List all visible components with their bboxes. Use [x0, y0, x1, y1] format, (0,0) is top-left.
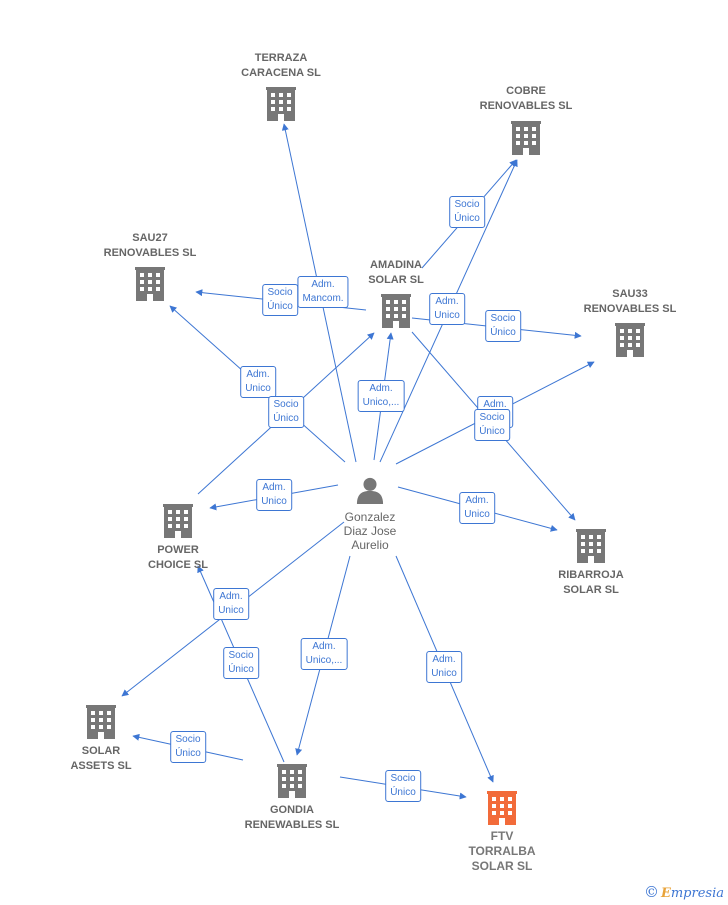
edge-label-gondia-power[interactable]: Socio Único — [223, 647, 259, 679]
ftv-building-icon-highlighted[interactable] — [487, 791, 517, 825]
terraza-building-icon[interactable] — [266, 87, 296, 121]
copyright-icon: © — [643, 883, 659, 901]
node-label-person[interactable]: Gonzalez Diaz Jose Aurelio — [343, 510, 397, 552]
edge-label-amadina-sau33[interactable]: Socio Único — [485, 310, 521, 342]
empresia-logo: ©Empresia — [643, 883, 724, 901]
edge-label-amadina-sau27[interactable]: Socio Único — [262, 284, 298, 316]
node-label-solar[interactable]: SOLAR ASSETS SL — [70, 745, 132, 772]
edge-label-power-amadina[interactable]: Socio Único — [268, 396, 304, 428]
edge-label-amadina-ribarroja[interactable]: Socio Único — [474, 409, 510, 441]
solar-building-icon[interactable] — [86, 705, 116, 739]
edge-label-gondia-solar[interactable]: Socio Único — [170, 731, 206, 763]
node-label-ribarroja[interactable]: RIBARROJA SOLAR SL — [558, 569, 624, 596]
edge-label-person-sau27[interactable]: Adm. Unico — [240, 366, 276, 398]
person-person-icon[interactable] — [356, 477, 384, 504]
node-label-gondia[interactable]: GONDIA RENEWABLES SL — [244, 804, 340, 831]
edge-label-person-ribarroja[interactable]: Adm. Unico — [459, 492, 495, 524]
edge-label-person-ftv[interactable]: Adm. Unico — [426, 651, 462, 683]
node-label-sau33[interactable]: SAU33 RENOVABLES SL — [583, 288, 677, 315]
node-label-sau27[interactable]: SAU27 RENOVABLES SL — [103, 232, 197, 259]
edge-label-person-amadina[interactable]: Adm. Unico,... — [357, 380, 405, 412]
sau33-building-icon[interactable] — [615, 323, 645, 357]
node-label-cobre[interactable]: COBRE RENOVABLES SL — [479, 85, 573, 112]
edge-label-gondia-ftv[interactable]: Socio Único — [385, 770, 421, 802]
edge-label-person-cobre[interactable]: Adm. Unico — [429, 293, 465, 325]
edge-label-person-terraza[interactable]: Adm. Mancom. — [297, 276, 349, 308]
edge-label-person-gondia[interactable]: Adm. Unico,... — [300, 638, 348, 670]
sau27-building-icon[interactable] — [135, 267, 165, 301]
edge-label-amadina-cobre[interactable]: Socio Único — [449, 196, 485, 228]
ribarroja-building-icon[interactable] — [576, 529, 606, 563]
gondia-building-icon[interactable] — [277, 764, 307, 798]
node-label-terraza[interactable]: TERRAZA CARACENA SL — [241, 52, 321, 79]
amadina-building-icon[interactable] — [381, 294, 411, 328]
node-label-ftv[interactable]: FTV TORRALBA SOLAR SL — [468, 829, 536, 873]
power-building-icon[interactable] — [163, 504, 193, 538]
node-label-amadina[interactable]: AMADINA SOLAR SL — [368, 259, 424, 286]
cobre-building-icon[interactable] — [511, 121, 541, 155]
node-label-power[interactable]: POWER CHOICE SL — [148, 544, 208, 571]
edge-label-person-power[interactable]: Adm. Unico — [256, 479, 292, 511]
edge-label-person-solar[interactable]: Adm. Unico — [213, 588, 249, 620]
